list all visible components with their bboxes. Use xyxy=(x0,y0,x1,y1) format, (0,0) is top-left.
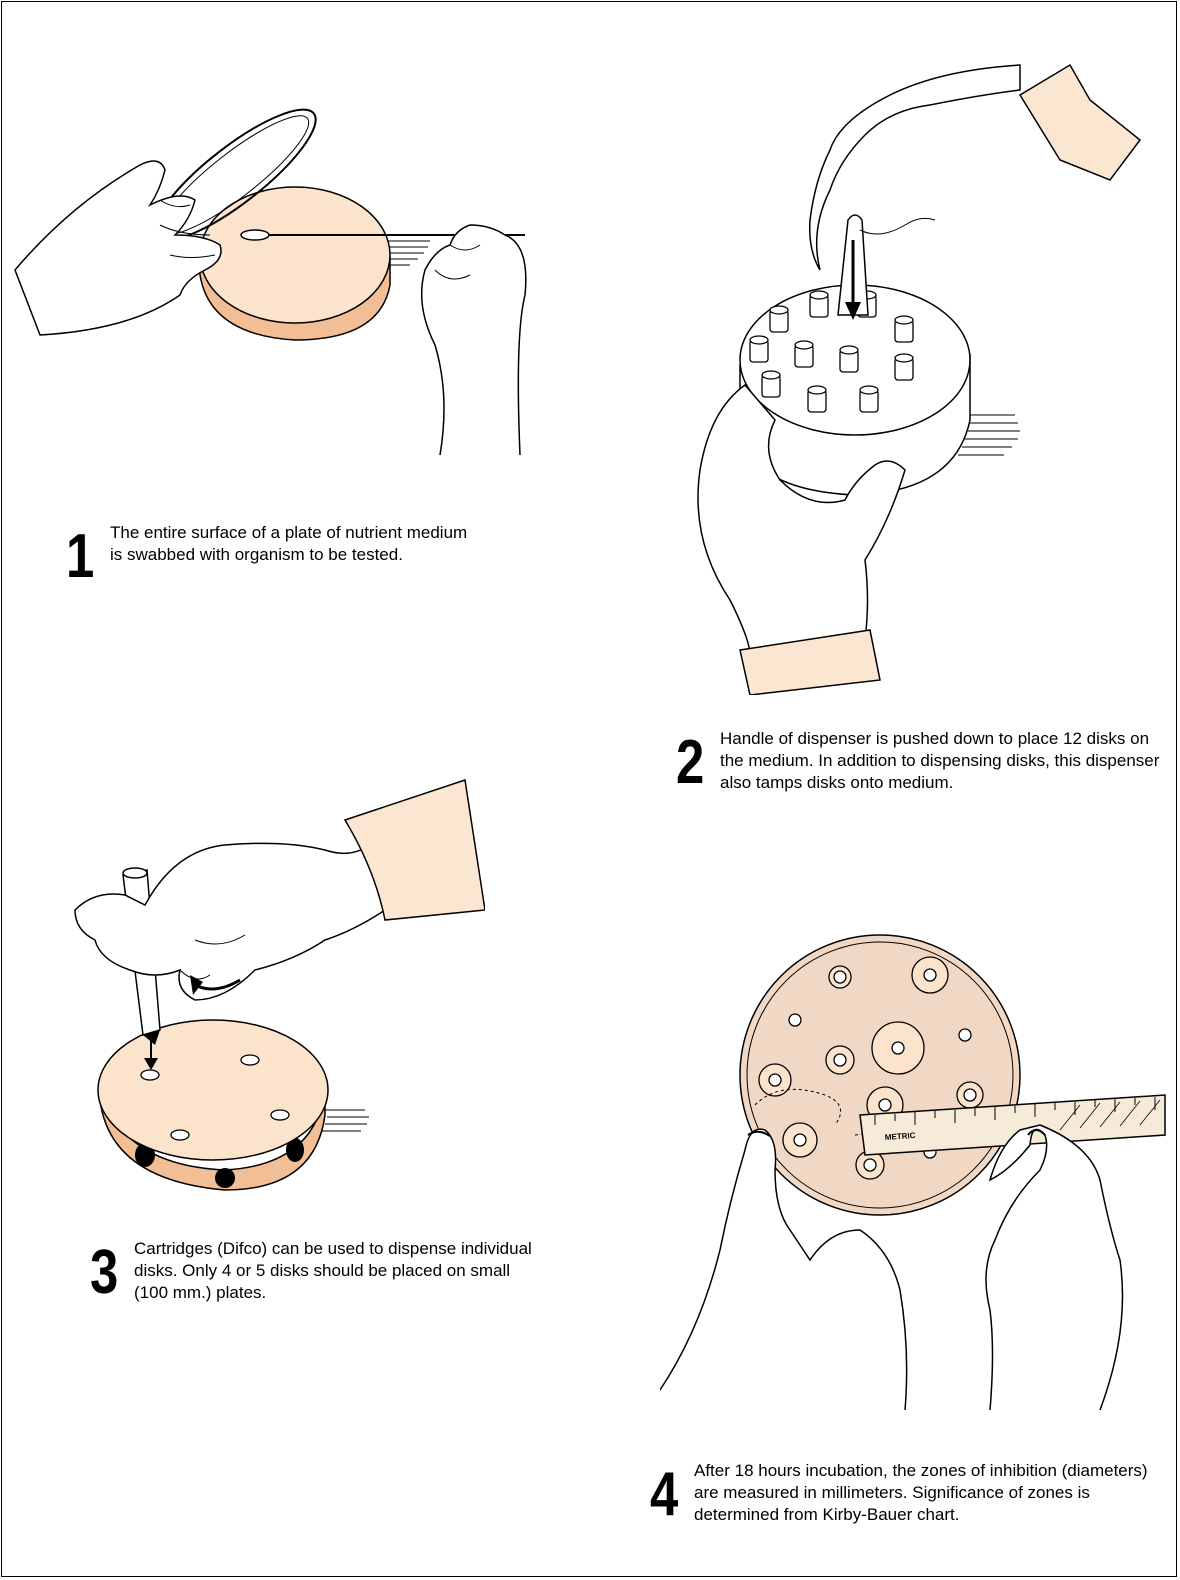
step-4-caption: 4 After 18 hours incubation, the zones o… xyxy=(650,1460,1170,1526)
illustration-swabbing-plate xyxy=(10,95,530,455)
step-4-number: 4 xyxy=(650,1464,681,1526)
step-4-text: After 18 hours incubation, the zones of … xyxy=(694,1460,1154,1526)
illustration-measuring-zones: METRIC xyxy=(660,930,1170,1410)
step-3-caption: 3 Cartridges (Difco) can be used to disp… xyxy=(90,1238,570,1304)
step-2-number: 2 xyxy=(676,732,707,794)
step-3-number: 3 xyxy=(90,1242,121,1304)
illustration-cartridge-dispensing xyxy=(55,770,485,1200)
step-1-caption: 1 The entire surface of a plate of nutri… xyxy=(66,522,486,588)
step-2-text: Handle of dispenser is pushed down to pl… xyxy=(720,728,1170,794)
step-2-caption: 2 Handle of dispenser is pushed down to … xyxy=(676,728,1176,794)
step-1-text: The entire surface of a plate of nutrien… xyxy=(110,522,470,566)
step-1-number: 1 xyxy=(66,526,97,588)
illustration-disk-dispenser xyxy=(690,40,1150,695)
step-3-text: Cartridges (Difco) can be used to dispen… xyxy=(134,1238,544,1304)
